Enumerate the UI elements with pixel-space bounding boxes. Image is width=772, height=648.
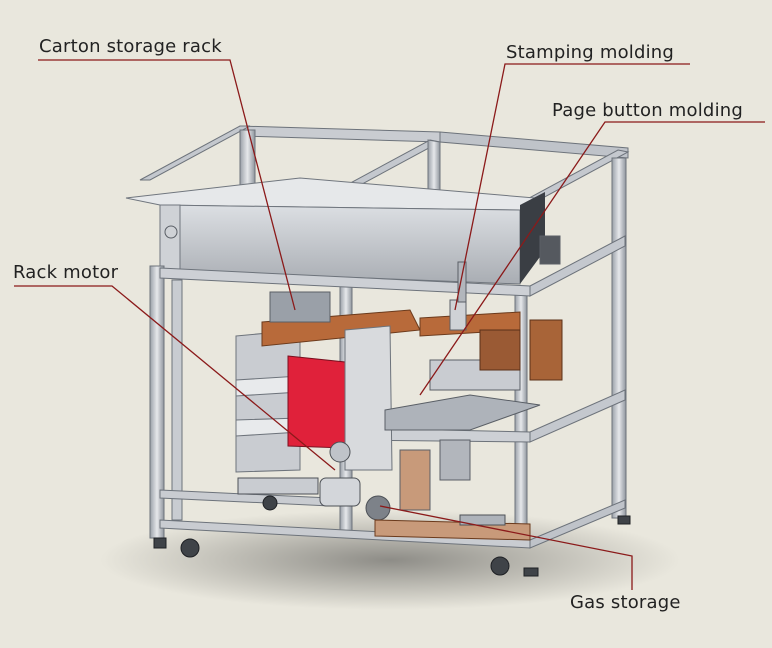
center-mechanism (384, 235, 563, 511)
label-gas-storage: Gas storage (570, 592, 681, 613)
leader-page-button-molding (419, 121, 765, 396)
rack-motor-assembly (237, 441, 391, 521)
leader-carton-storage-rack (38, 59, 296, 311)
label-rack-motor: Rack motor (13, 262, 119, 283)
carton-rack (235, 291, 421, 473)
red-carton-panel (287, 355, 346, 449)
frame-rails (159, 235, 626, 549)
leader-lines (14, 59, 765, 590)
label-stamping-molding: Stamping molding (506, 42, 675, 63)
floor-shadow (100, 510, 680, 610)
label-carton-storage-rack: Carton storage rack (39, 36, 222, 57)
leader-stamping-molding (454, 63, 690, 311)
leader-rack-motor (14, 285, 336, 471)
casters (153, 495, 631, 577)
gas-storage-base (374, 519, 531, 541)
leader-gas-storage (379, 505, 633, 590)
label-page-button-molding: Page button molding (552, 100, 743, 121)
